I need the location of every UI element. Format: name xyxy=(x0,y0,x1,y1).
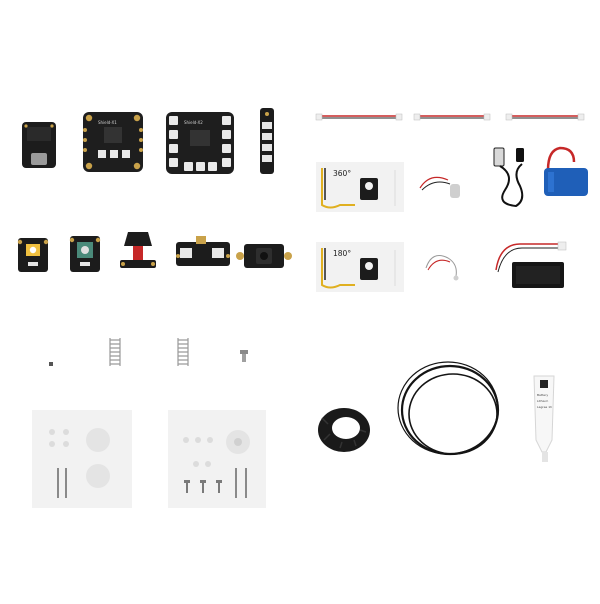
servo-360-label: 360° xyxy=(333,169,351,178)
servo-360-card: 360° xyxy=(316,162,404,212)
parts-bag-2 xyxy=(168,410,266,508)
toggle-switch-module xyxy=(120,232,156,268)
jumper-cable-1 xyxy=(315,113,403,121)
rubber-tire xyxy=(318,408,370,452)
usb-cable xyxy=(493,147,524,208)
servo-180-card: 180° xyxy=(316,242,404,292)
battery-box xyxy=(495,241,567,288)
shield-x2-label: Shield-X2 xyxy=(184,120,203,125)
spring-1 xyxy=(109,338,121,366)
glue-tube-text-3: Lagree 1h xyxy=(537,405,552,409)
sensor-module-2 xyxy=(69,236,101,272)
glue-tube-text-1: Battery xyxy=(537,393,548,397)
small-screw xyxy=(49,362,53,366)
spring-2 xyxy=(177,338,189,366)
jumper-cable-2 xyxy=(413,113,491,121)
sensor-module-1 xyxy=(17,238,49,272)
glue-tube-text-2: Lithium xyxy=(537,399,548,403)
header-strip xyxy=(260,108,274,174)
servo-180-label: 180° xyxy=(333,249,351,258)
dc-motor xyxy=(419,176,460,198)
button-module xyxy=(236,244,292,268)
battery-pack xyxy=(544,146,588,196)
tubing-coil xyxy=(397,361,500,456)
glue-tube: Battery Lithium Lagree 1h xyxy=(533,375,555,462)
led-wire xyxy=(425,255,459,281)
shield-x1-label: Shield-X1 xyxy=(98,120,117,125)
jumper-cable-3 xyxy=(505,113,585,121)
mini-dev-board xyxy=(22,122,56,168)
shield-x2-board: Shield-X2 xyxy=(166,112,234,174)
bolt xyxy=(240,350,248,362)
parts-bag-1 xyxy=(32,410,132,508)
shield-x1-board: Shield-X1 xyxy=(83,112,143,172)
connector-module xyxy=(176,236,230,266)
